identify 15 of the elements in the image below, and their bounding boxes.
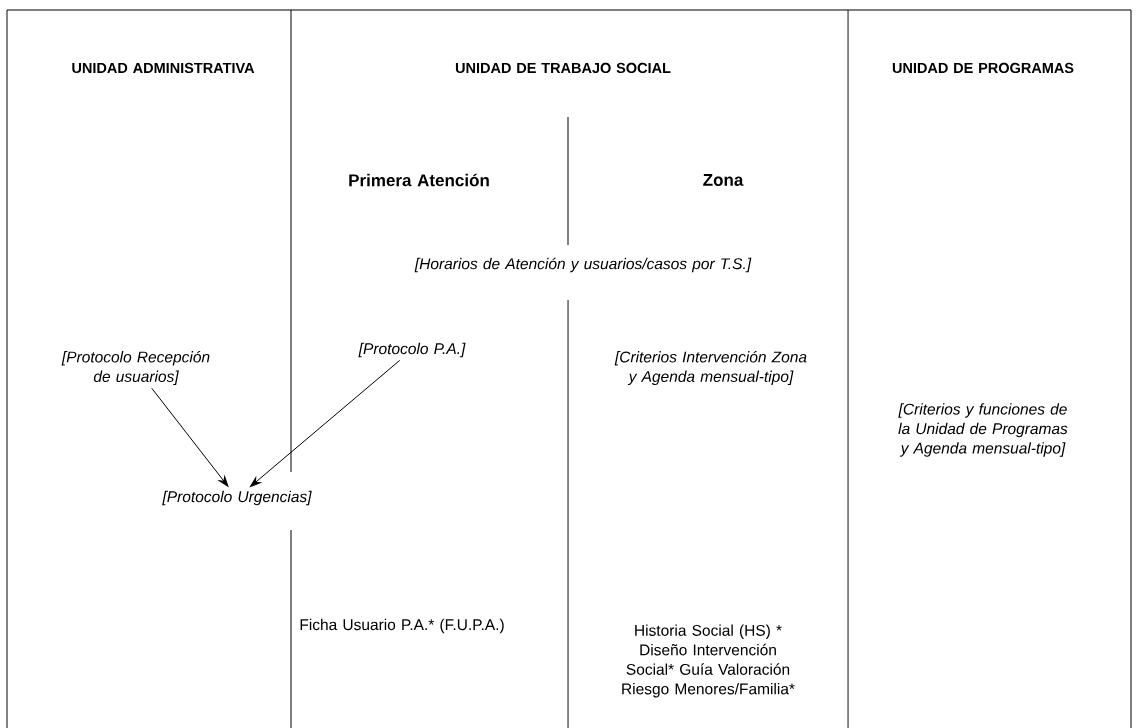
note-text: Historia Social (HS) * Diseño Intervención Social* Guía Valoración Riesgo Menores/Familia* [622, 624, 795, 698]
subcolumn-heading: Primera Atención [349, 173, 489, 187]
arrow [151, 387, 229, 487]
note-text: [Criterios Intervención Zona y Agenda mensual-tipo] [614, 350, 807, 386]
subcolumn-heading: Zona [703, 174, 744, 186]
note-text: Ficha Usuario P.A.* (F.U.P.A.) [300, 618, 504, 634]
protocol-text: [Protocolo Recepción de usuarios] [61, 350, 210, 386]
column-heading: UNIDAD DE PROGRAMAS [892, 62, 1074, 74]
protocol-text: [Protocolo P.A.] [358, 342, 466, 358]
protocol-text: [Protocolo Urgencias] [162, 490, 312, 506]
arrow [250, 359, 401, 488]
column-heading: UNIDAD DE TRABAJO SOCIAL [455, 62, 671, 74]
note-text: [Horarios de Atención y usuarios/casos por T.S.] [414, 257, 752, 273]
column-heading: UNIDAD ADMINISTRATIVA [72, 62, 255, 74]
note-text: [Criterios y funciones de la Unidad de Programas y Agenda mensual-tipo] [898, 403, 1068, 457]
